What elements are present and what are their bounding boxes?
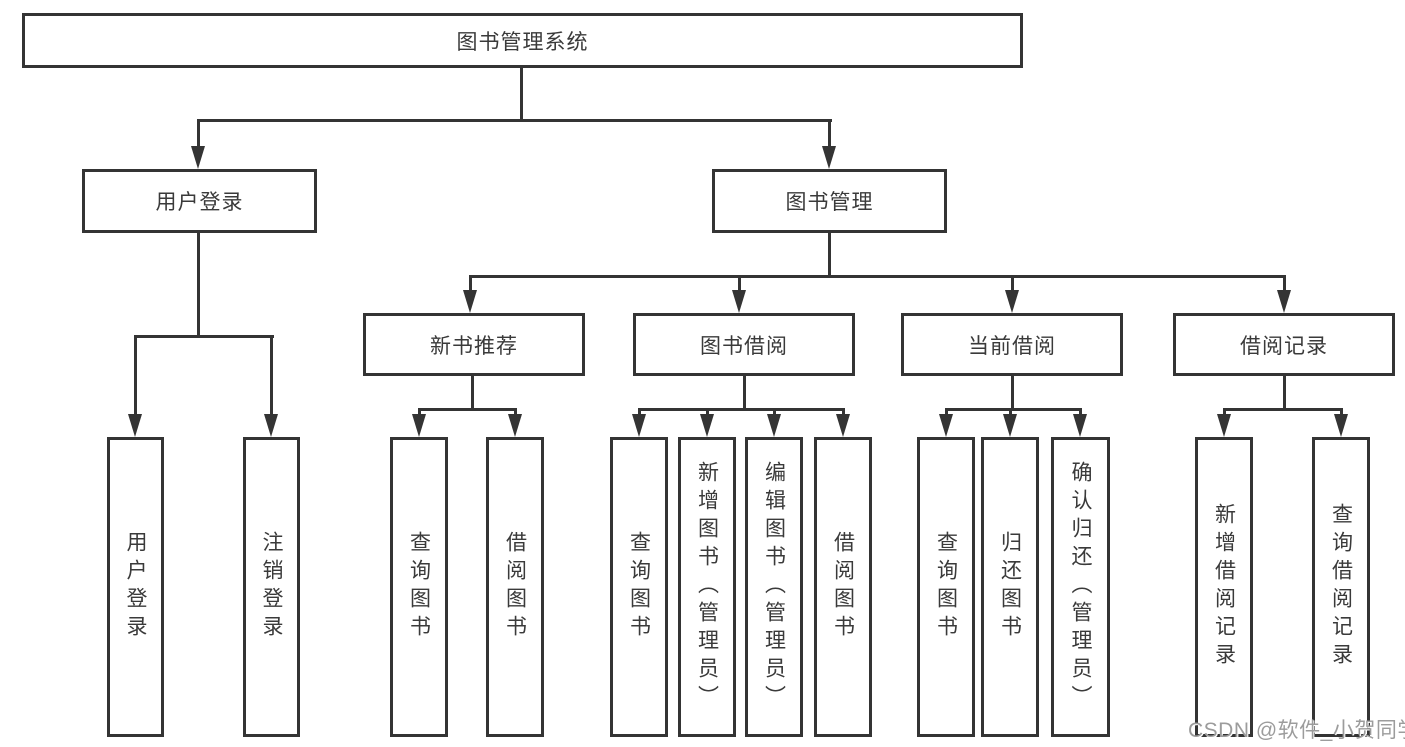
connector-line xyxy=(1079,408,1082,416)
connector-line xyxy=(1223,408,1226,416)
leaf-return-book: 归还图书 xyxy=(981,437,1039,737)
node-book-borrow: 图书借阅 xyxy=(633,313,855,376)
leaf-label: 查询图书 xyxy=(627,531,651,643)
leaf-label: 归还图书 xyxy=(998,531,1022,643)
arrowhead-icon xyxy=(732,290,746,313)
connector-line xyxy=(197,119,200,149)
arrowhead-icon xyxy=(700,414,714,437)
leaf-add-borrow-record: 新增借阅记录 xyxy=(1195,437,1253,737)
arrowhead-icon xyxy=(463,290,477,313)
connector-line xyxy=(469,275,1286,278)
node-label: 新书推荐 xyxy=(430,334,518,358)
connector-line xyxy=(520,68,523,122)
arrowhead-icon xyxy=(508,414,522,437)
leaf-borrow-books: 借阅图书 xyxy=(814,437,872,737)
connector-line xyxy=(638,408,845,411)
connector-line xyxy=(418,408,517,411)
leaf-label: 查询借阅记录 xyxy=(1329,503,1353,671)
connector-line xyxy=(1011,275,1014,292)
arrowhead-icon xyxy=(767,414,781,437)
connector-line xyxy=(842,408,845,416)
arrowhead-icon xyxy=(1277,290,1291,313)
connector-line xyxy=(638,408,641,416)
arrowhead-icon xyxy=(191,146,205,169)
node-label: 图书管理 xyxy=(785,191,874,214)
arrowhead-icon xyxy=(1005,290,1019,313)
connector-line xyxy=(1011,376,1014,411)
arrowhead-icon xyxy=(412,414,426,437)
node-book-management: 图书管理 xyxy=(712,169,947,233)
leaf-label: 编辑图书（管理员） xyxy=(762,461,786,713)
connector-line xyxy=(134,335,137,416)
leaf-label: 借阅图书 xyxy=(831,531,855,643)
connector-line xyxy=(945,408,1082,411)
node-library-management-system: 图书管理系统 xyxy=(22,13,1023,68)
connector-line xyxy=(1283,275,1286,292)
connector-line xyxy=(1223,408,1343,411)
connector-line xyxy=(706,408,709,416)
arrowhead-icon xyxy=(1073,414,1087,437)
csdn-watermark: CSDN @软件_小贺同学 xyxy=(1188,719,1405,742)
leaf-add-book-admin: 新增图书（管理员） xyxy=(678,437,736,737)
node-label: 用户登录 xyxy=(155,191,244,214)
leaf-query-books-current: 查询图书 xyxy=(917,437,975,737)
connector-line xyxy=(828,233,831,278)
connector-line xyxy=(418,408,421,416)
node-borrow-records: 借阅记录 xyxy=(1173,313,1395,376)
leaf-label: 借阅图书 xyxy=(503,531,527,643)
leaf-query-books-borrow: 查询图书 xyxy=(610,437,668,737)
arrowhead-icon xyxy=(1003,414,1017,437)
connector-line xyxy=(773,408,776,416)
leaf-label: 查询图书 xyxy=(934,531,958,643)
node-current-borrow: 当前借阅 xyxy=(901,313,1123,376)
leaf-user-login: 用户登录 xyxy=(107,437,164,737)
connector-line xyxy=(514,408,517,416)
node-label: 图书管理系统 xyxy=(456,30,589,54)
node-new-book-recommend: 新书推荐 xyxy=(363,313,585,376)
connector-line xyxy=(1009,408,1012,416)
arrowhead-icon xyxy=(836,414,850,437)
arrowhead-icon xyxy=(1334,414,1348,437)
connector-line xyxy=(738,275,741,292)
node-label: 图书借阅 xyxy=(700,334,788,358)
leaf-label: 新增图书（管理员） xyxy=(695,461,719,713)
arrowhead-icon xyxy=(264,414,278,437)
connector-line xyxy=(197,233,200,338)
node-label: 当前借阅 xyxy=(968,334,1056,358)
connector-line xyxy=(471,376,474,411)
arrowhead-icon xyxy=(632,414,646,437)
leaf-query-books-recommend: 查询图书 xyxy=(390,437,448,737)
connector-line xyxy=(1283,376,1286,411)
leaf-label: 查询图书 xyxy=(407,531,431,643)
arrowhead-icon xyxy=(822,146,836,169)
arrowhead-icon xyxy=(939,414,953,437)
leaf-label: 新增借阅记录 xyxy=(1212,503,1236,671)
leaf-confirm-return-admin: 确认归还（管理员） xyxy=(1051,437,1110,737)
leaf-query-borrow-record: 查询借阅记录 xyxy=(1312,437,1370,737)
leaf-edit-book-admin: 编辑图书（管理员） xyxy=(745,437,803,737)
connector-line xyxy=(134,335,274,338)
arrowhead-icon xyxy=(128,414,142,437)
arrowhead-icon xyxy=(1217,414,1231,437)
node-user-login: 用户登录 xyxy=(82,169,317,233)
leaf-label: 确认归还（管理员） xyxy=(1069,461,1092,713)
leaf-borrow-books-recommend: 借阅图书 xyxy=(486,437,544,737)
node-label: 借阅记录 xyxy=(1240,334,1328,358)
connector-line xyxy=(743,376,746,411)
connector-line xyxy=(270,335,273,416)
connector-line xyxy=(469,275,472,292)
connector-line xyxy=(828,119,831,149)
connector-line xyxy=(945,408,948,416)
connector-line xyxy=(1340,408,1343,416)
leaf-label: 注销登录 xyxy=(260,531,283,643)
leaf-logout: 注销登录 xyxy=(243,437,300,737)
leaf-label: 用户登录 xyxy=(124,531,147,643)
connector-line xyxy=(197,119,832,122)
